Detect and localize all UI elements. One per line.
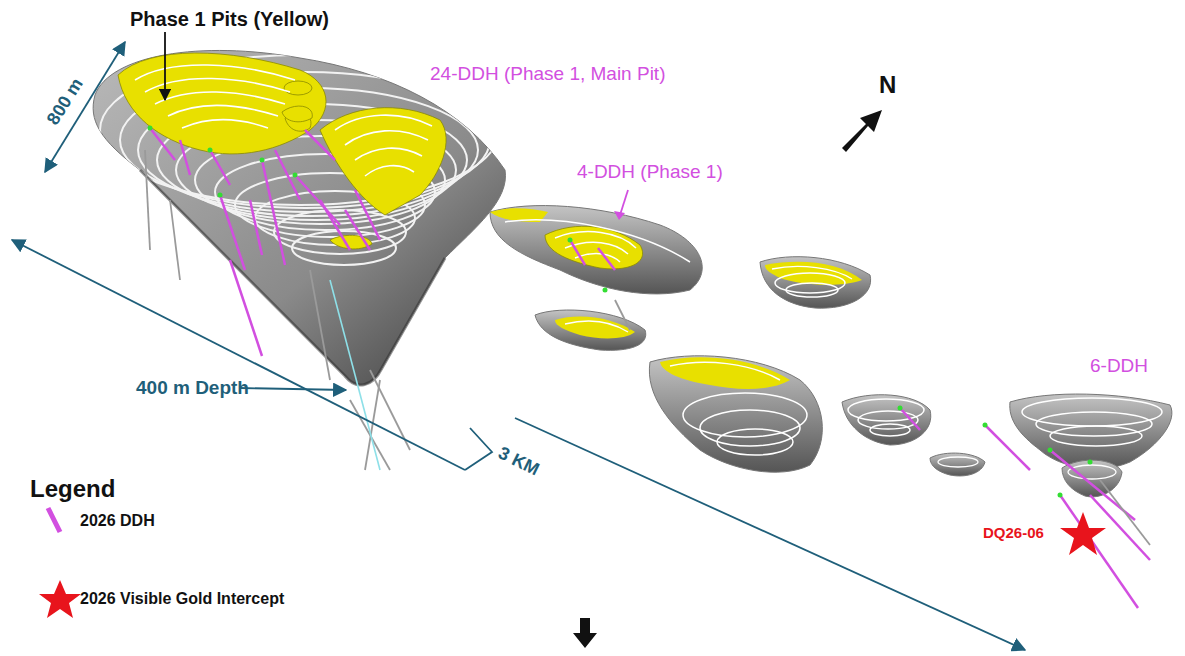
legend-star-sample [39,580,81,618]
callout-arrowhead [614,211,625,220]
dimension-lines [12,42,1025,650]
callout-arrow [620,190,628,215]
legend-line-sample [48,508,60,532]
pit [490,206,702,294]
gold-star [1060,512,1106,555]
dimension-label: 400 m Depth [136,378,249,399]
drillhole-count: 6-DDH [1090,356,1148,377]
drill-holes [145,126,1150,609]
legend-title: Legend [30,476,115,502]
drillhole-count: 4-DDH (Phase 1) [577,162,723,183]
hole-id: DQ26-06 [983,525,1044,542]
legend-label: 2026 DDH [80,512,155,530]
north-label: N [879,72,896,98]
pit [1010,394,1172,497]
callout-label: Phase 1 Pits (Yellow) [130,8,329,30]
direction-arrow [573,618,597,648]
pit [649,356,822,472]
pit [842,395,985,476]
phase1-pit [118,53,446,249]
dimension-label: 3 KM [495,444,542,481]
pit [760,257,871,308]
legend-label: 2026 Visible Gold Intercept [80,590,284,608]
north-arrow [842,110,882,152]
drillhole-count: 24-DDH (Phase 1, Main Pit) [430,64,665,85]
main-pit [93,50,505,385]
dimension-label: 800 m [44,75,88,129]
callout-arrows [164,32,166,100]
